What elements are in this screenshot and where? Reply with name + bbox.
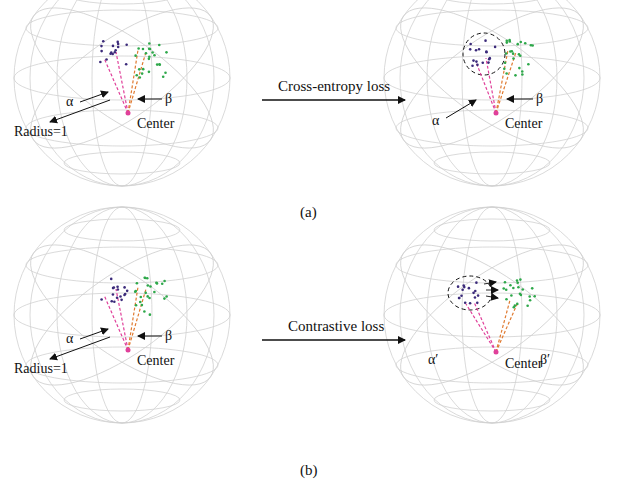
figure-label: Center xyxy=(137,116,174,131)
figure-label: β xyxy=(536,91,543,106)
figure-label: (a) xyxy=(300,204,317,221)
sphere xyxy=(381,207,604,423)
sphere xyxy=(381,0,604,186)
figure-label: Center xyxy=(505,116,542,131)
figure-label: Cross-entropy loss xyxy=(278,78,390,95)
transform-arrow xyxy=(262,339,405,341)
figure-label: α xyxy=(66,331,73,346)
sphere xyxy=(11,0,234,186)
figure-label: α′ xyxy=(428,352,438,367)
vectors xyxy=(448,276,518,355)
figure-label: Contrastive loss xyxy=(288,318,384,335)
vectors xyxy=(50,50,162,122)
figure-label: Radius=1 xyxy=(14,124,68,139)
figure-label: Radius=1 xyxy=(14,361,68,376)
feature-dots xyxy=(99,39,536,316)
figure-label: (b) xyxy=(300,462,318,479)
figure-label: Center xyxy=(137,353,174,368)
figure-label: α xyxy=(432,113,439,128)
vectors xyxy=(50,287,162,359)
figure-label: β xyxy=(165,91,172,106)
figure-label: Center xyxy=(505,356,542,371)
sphere xyxy=(11,207,234,423)
transform-arrow xyxy=(262,99,405,101)
figure-label: α xyxy=(66,94,73,109)
vectors xyxy=(446,33,533,118)
figure-label: β xyxy=(165,328,172,343)
